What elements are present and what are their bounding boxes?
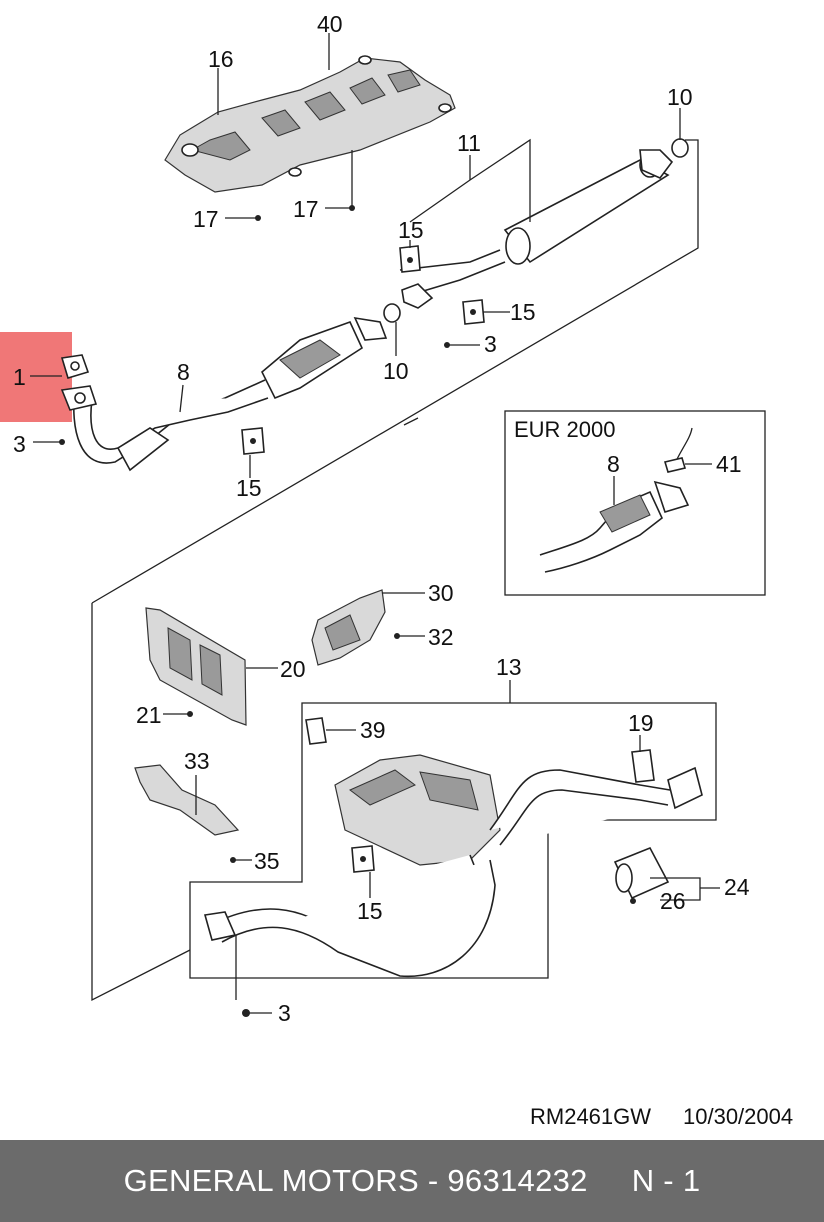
page-number: N - 1 [631, 1163, 701, 1198]
inset-label: EUR 2000 [514, 417, 616, 442]
callout-1: 1 [13, 364, 26, 390]
callout-40: 40 [317, 11, 343, 37]
callout-11: 11 [457, 130, 481, 156]
callout-15: 15 [510, 299, 536, 325]
bracket-33 [134, 764, 240, 836]
center-pipe-muffler [399, 149, 674, 309]
callout-13: 13 [496, 654, 522, 680]
footer-title: GENERAL MOTORS - 96314232 [123, 1163, 588, 1198]
callout-24: 24 [724, 874, 750, 900]
heat-shield-20 [145, 607, 247, 726]
footer-bar: GENERAL MOTORS - 96314232 N - 1 [0, 1140, 824, 1222]
drawing-date: 10/30/2004 [683, 1104, 793, 1129]
inset-eur2000 [504, 410, 766, 596]
callout-32: 32 [428, 624, 454, 650]
callout-16: 16 [208, 46, 234, 72]
exhaust-parts-diagram: 40 16 17 17 11 10 15 15 10 3 1 8 3 15 EU… [0, 11, 793, 1129]
rear-box-outline [189, 702, 717, 979]
callout-15: 15 [357, 898, 383, 924]
callout-19: 19 [628, 710, 654, 736]
callout-20: 20 [280, 656, 306, 682]
callout-8: 8 [177, 359, 190, 385]
highlight-callout-1 [0, 332, 72, 422]
callout-15: 15 [236, 475, 262, 501]
leader-lines [30, 33, 720, 1014]
callout-3: 3 [13, 431, 26, 457]
gasket-ring [383, 303, 401, 323]
callout-41: 41 [716, 451, 742, 477]
callout-35: 35 [254, 848, 280, 874]
callout-33: 33 [184, 748, 210, 774]
heat-shield-30 [311, 589, 386, 666]
callout-3: 3 [484, 331, 497, 357]
callout-8: 8 [607, 451, 620, 477]
callout-17: 17 [293, 196, 319, 222]
rear-muffler [203, 717, 703, 978]
tail-pipe-24 [613, 846, 670, 900]
callout-17: 17 [193, 206, 219, 232]
main-outline [91, 603, 191, 1002]
callout-39: 39 [360, 717, 386, 743]
front-pipe-catalyst [60, 316, 388, 472]
heat-shield-front [164, 55, 456, 193]
callout-15: 15 [398, 217, 424, 243]
callout-30: 30 [428, 580, 454, 606]
rubber-hanger [241, 245, 485, 873]
inset-catalyst [539, 427, 693, 573]
callout-10: 10 [667, 84, 693, 110]
outline-detail [403, 417, 419, 426]
drawing-reference: RM2461GW [530, 1104, 651, 1129]
fasteners [59, 205, 636, 1017]
gasket-ring [671, 138, 689, 158]
callout-21: 21 [136, 702, 162, 728]
callout-10: 10 [383, 358, 409, 384]
outline-right [91, 139, 699, 604]
callout-3: 3 [278, 1000, 291, 1026]
callout-26: 26 [660, 888, 686, 914]
